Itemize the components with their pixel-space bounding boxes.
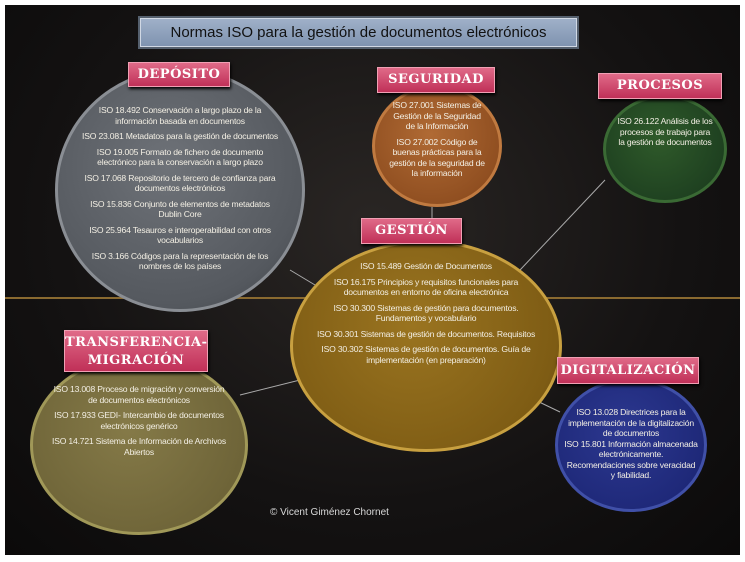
standard-item: ISO 13.028 Directrices para la implement…: [568, 407, 694, 438]
standard-item: ISO 17.068 Repositorio de tercero de con…: [84, 172, 276, 194]
gestion-label: GESTIÓN: [361, 218, 462, 244]
standard-item: ISO 26.122 Análisis de los procesos de t…: [617, 116, 713, 147]
standard-item: ISO 3.166 Códigos para la representación…: [91, 250, 269, 272]
copyright-text: © Vicent Giménez Chornet: [270, 507, 389, 518]
standard-item: ISO 15.836 Conjunto de elementos de meta…: [90, 198, 270, 220]
transferencia-label: TRANSFERENCIA- MIGRACIÓN: [64, 330, 208, 372]
deposito-circle: ISO 18.492 Conservación a largo plazo de…: [55, 68, 305, 312]
connector-procesos: [519, 179, 606, 271]
digitalizacion-circle: ISO 13.028 Directrices para la implement…: [555, 378, 707, 512]
standard-item: ISO 18.492 Conservación a largo plazo de…: [98, 105, 262, 126]
deposito-label: DEPÓSITO: [128, 62, 230, 87]
gestion-circle: ISO 15.489 Gestión de Documentos ISO 16.…: [290, 240, 562, 452]
standard-item: ISO 19.005 Formato de fichero de documen…: [96, 146, 264, 168]
standard-item: ISO 30.301 Sistemas de gestión de docume…: [316, 328, 536, 339]
standard-item: ISO 15.489 Gestión de Documentos: [360, 261, 492, 271]
seguridad-circle: ISO 27.001 Sistemas de Gestión de la Seg…: [372, 85, 502, 207]
procesos-label: PROCESOS: [598, 73, 722, 99]
transferencia-circle: ISO 13.008 Proceso de migración y conver…: [30, 355, 248, 535]
connector-deposito: [289, 269, 316, 286]
standard-item: ISO 16.175 Principios y requisitos funci…: [333, 276, 519, 298]
label-line: MIGRACIÓN: [87, 353, 185, 368]
standard-item: ISO 17.933 GEDI- Intercambio de document…: [54, 410, 224, 431]
standard-item: ISO 30.302 Sistemas de gestión de docume…: [321, 344, 531, 365]
diagram-title: Normas ISO para la gestión de documentos…: [140, 18, 577, 47]
connector-transferencia: [239, 379, 301, 396]
standard-item: ISO 13.008 Proceso de migración y conver…: [53, 384, 225, 405]
standard-item: ISO 23.081 Metadatos para la gestión de …: [82, 131, 278, 141]
seguridad-label: SEGURIDAD: [377, 67, 495, 93]
procesos-circle: ISO 26.122 Análisis de los procesos de t…: [603, 95, 727, 203]
standard-item: ISO 25.964 Tesauros e interoperabilidad …: [89, 224, 271, 246]
standard-item: ISO 14.721 Sistema de Información de Arc…: [52, 436, 226, 457]
standard-item: ISO 27.002 Código de buenas prácticas pa…: [389, 136, 485, 179]
digitalizacion-label: DIGITALIZACIÓN: [557, 357, 699, 384]
standard-item: ISO 15.801 Información almacenada electr…: [564, 438, 698, 481]
standard-item: ISO 27.001 Sistemas de Gestión de la Seg…: [392, 100, 482, 131]
label-line: TRANSFERENCIA-: [65, 335, 208, 350]
standard-item: ISO 30.300 Sistemas de gestión para docu…: [333, 302, 519, 324]
